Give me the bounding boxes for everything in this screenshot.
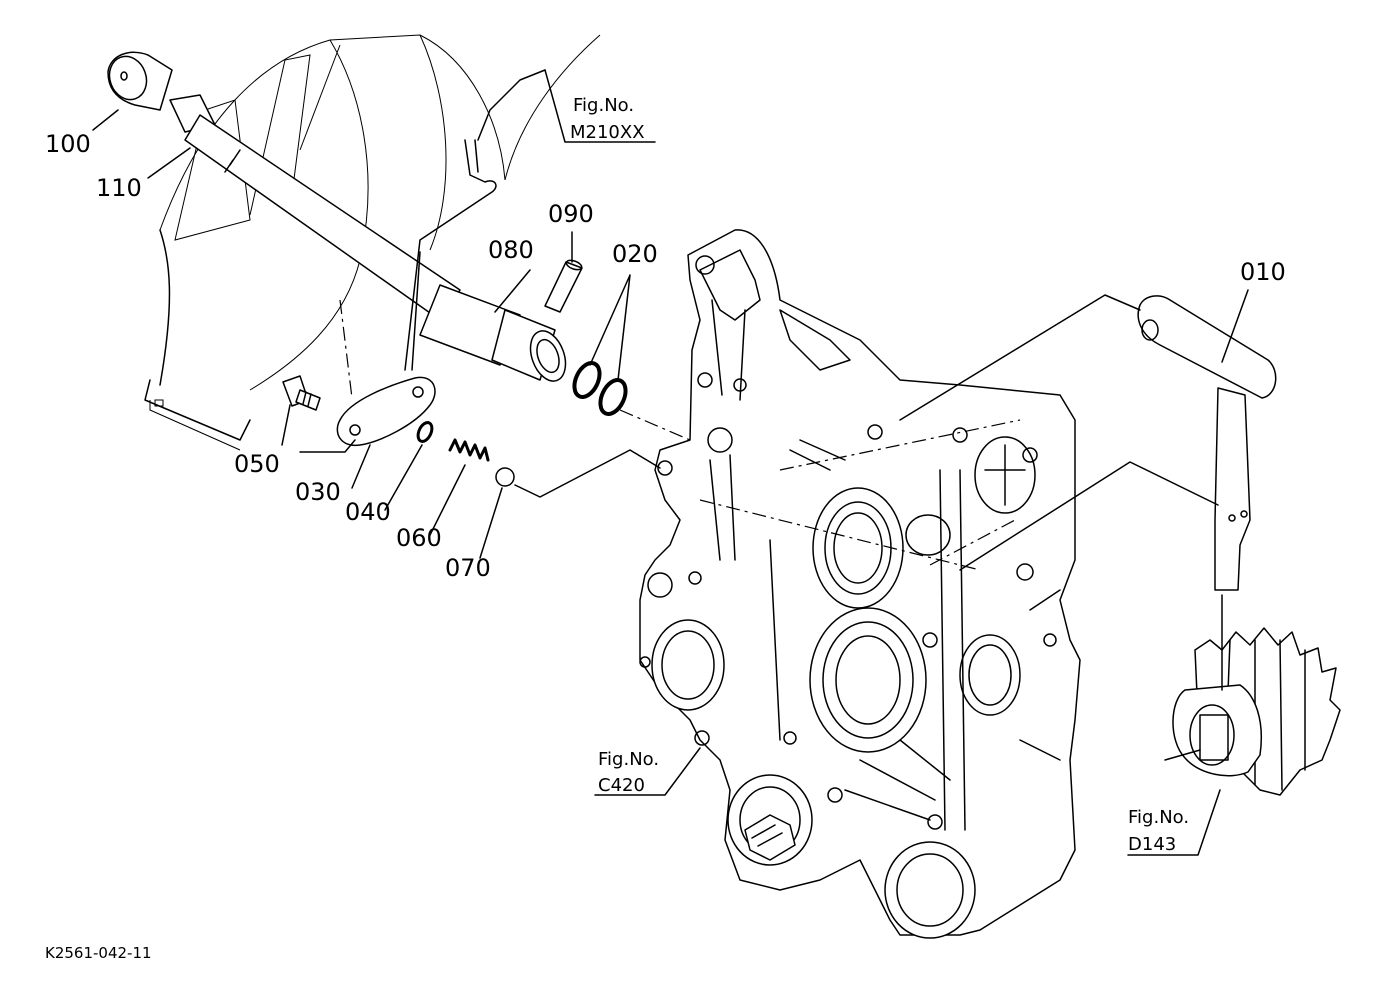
part-010-shift-arm [1137,295,1277,591]
figure-reference-d143: Fig.No. D143 [1128,807,1189,855]
fig-ref-title: Fig.No. [598,749,659,770]
linkage-guide-lines [514,294,1219,571]
fig-ref-title: Fig.No. [573,95,634,116]
part-050-bolt [282,375,321,411]
fig-ref-code: C420 [598,775,645,796]
part-030-cover-plate [336,376,436,447]
gear-assembly [1164,594,1341,796]
part-040-o-ring [416,421,434,443]
label-part-030: 030 [295,478,341,506]
label-part-060: 060 [396,524,442,552]
assembly-centerlines [339,299,1021,571]
part-070-ball [495,467,515,487]
fig-ref-code: D143 [1128,834,1176,855]
fig-ref-title: Fig.No. [1128,807,1189,828]
part-110-shaft [169,94,461,321]
figure-reference-m210xx: Fig.No. M210XX [570,95,645,143]
fig-ref-code: M210XX [570,122,645,143]
part-060-spring [448,438,490,462]
part-020-o-rings [572,361,628,416]
figure-reference-c420: Fig.No. C420 [598,749,659,796]
part-080-sleeve [419,284,567,382]
label-part-100: 100 [45,130,91,158]
drawing-code: K2561-042-11 [45,944,152,962]
label-part-110: 110 [96,174,142,202]
upper-housing-outline [144,34,601,451]
label-part-010: 010 [1240,258,1286,286]
label-part-070: 070 [445,554,491,582]
label-part-020: 020 [612,240,658,268]
detent-rod [404,139,497,371]
part-090-pin [544,259,583,313]
label-part-040: 040 [345,498,391,526]
leader-lines [92,69,1249,856]
label-part-090: 090 [548,200,594,228]
part-labels: 100 110 080 090 020 010 050 030 040 060 … [45,130,1286,582]
label-part-080: 080 [488,236,534,264]
label-part-050: 050 [234,450,280,478]
gear-case-housing [639,229,1081,939]
part-100-knob [107,51,173,111]
